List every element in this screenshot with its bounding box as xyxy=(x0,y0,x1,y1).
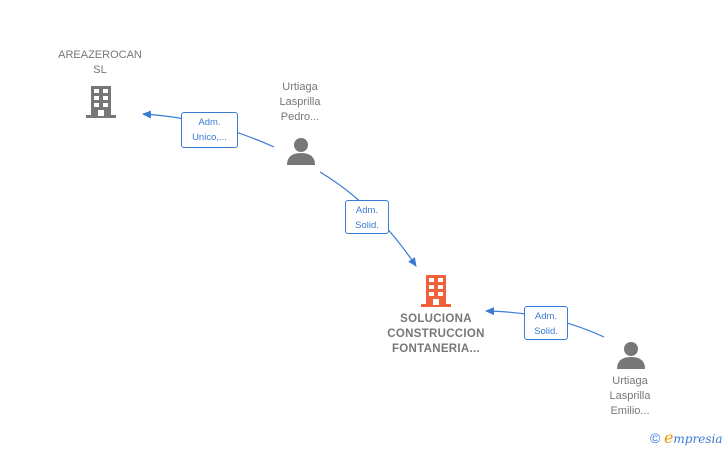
label-line: Unico,... xyxy=(192,132,227,143)
building-icon[interactable] xyxy=(420,273,452,307)
label-line: Lasprilla xyxy=(279,96,321,108)
label-line: AREAZEROCAN xyxy=(58,49,142,61)
node-label-soluciona[interactable]: SOLUCIONA CONSTRUCCION FONTANERIA... xyxy=(366,312,506,357)
building-icon[interactable] xyxy=(85,84,117,118)
label-line: SL xyxy=(93,64,107,76)
brand-name: mpresia xyxy=(673,432,723,446)
label-line: Emilio... xyxy=(610,405,650,417)
brand-initial: e xyxy=(663,428,674,447)
label-line: Adm. xyxy=(534,311,558,322)
label-line: Pedro... xyxy=(280,111,320,123)
person-icon[interactable] xyxy=(286,136,316,166)
label-line: FONTANERIA... xyxy=(391,343,481,355)
label-line: Solid. xyxy=(355,220,379,231)
label-line: Solid. xyxy=(534,326,558,337)
node-label-pedro[interactable]: Urtiaga Lasprilla Pedro... xyxy=(250,80,350,125)
label-line: Urtiaga xyxy=(282,81,318,93)
label-line: Lasprilla xyxy=(609,390,651,402)
label-line: CONSTRUCCION xyxy=(387,328,485,340)
edge-label-pedro-soluciona[interactable]: Adm. Solid. xyxy=(345,200,389,234)
label-line: Adm. xyxy=(355,205,379,216)
label-line: Adm. xyxy=(198,117,221,128)
edge-label-pedro-areazerocan[interactable]: Adm. Unico,... xyxy=(181,112,238,148)
label-line: SOLUCIONA xyxy=(400,313,472,325)
node-label-areazerocan[interactable]: AREAZEROCAN SL xyxy=(50,48,150,78)
label-line: Urtiaga xyxy=(612,375,648,387)
node-label-emilio[interactable]: Urtiaga Lasprilla Emilio... xyxy=(580,374,680,419)
empresia-logo: © empresia xyxy=(650,428,722,447)
copyright-icon: © xyxy=(650,430,661,446)
person-icon[interactable] xyxy=(616,340,646,370)
edge-label-emilio-soluciona[interactable]: Adm. Solid. xyxy=(524,306,568,340)
